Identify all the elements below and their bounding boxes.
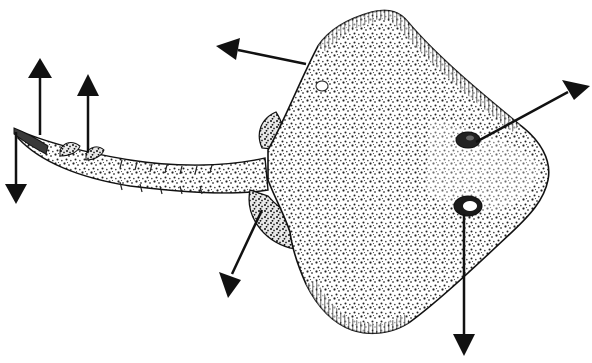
arrow-left-top-icon [216, 38, 306, 64]
arrow-down-fin-icon [219, 210, 262, 298]
skate-tail [18, 130, 268, 193]
skate-eye-highlight [466, 136, 474, 141]
skate-spiracle-opening [463, 201, 477, 211]
skate-ocellus-spot [316, 81, 328, 91]
arrow-up-1-icon [28, 58, 52, 135]
arrow-up-2-icon [77, 74, 99, 152]
